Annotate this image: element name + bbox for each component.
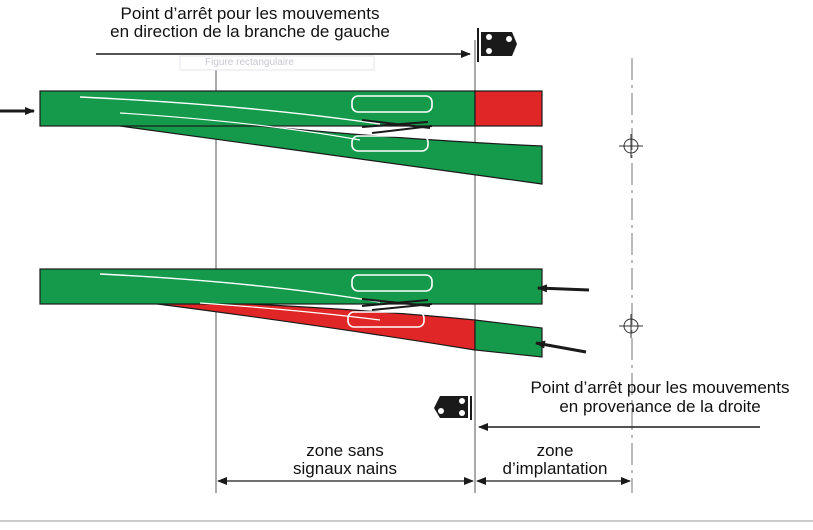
top-red-section <box>474 90 543 127</box>
bottom-rail-curve-2 <box>199 302 381 321</box>
bottom-switch <box>39 268 543 358</box>
dwarf-signal-icon <box>477 28 517 62</box>
top-straight-track <box>39 90 476 127</box>
switch-blade-icon <box>347 311 425 328</box>
top-switch <box>39 90 543 185</box>
bottom-diverging-red <box>149 299 476 351</box>
bottom-rail-curve <box>99 273 381 303</box>
top-rail-curve-2 <box>119 112 361 141</box>
right-stop-label-line2: en provenance de la droite <box>559 397 761 416</box>
switch-blade-icon <box>351 135 429 152</box>
crosshair-icon <box>619 134 643 158</box>
arrow-icon <box>537 284 590 293</box>
crosshair-icon <box>619 314 643 338</box>
bottom-diverging-green <box>474 319 543 358</box>
zone-left-label-line2: signaux nains <box>293 459 397 478</box>
top-stop-label-line2: en direction de la branche de gauche <box>110 22 390 41</box>
frog-lines <box>361 298 433 311</box>
zone-right-label-line2: d’implantation <box>502 459 608 478</box>
zone-right-label-line1: zone <box>536 441 574 460</box>
right-stop-label-line1: Point d’arrêt pour les mouvements <box>530 378 790 397</box>
switch-blade-icon <box>351 274 433 292</box>
top-rail-curve <box>79 96 381 125</box>
arrow-icon <box>535 340 587 354</box>
top-stop-label-line1: Point d’arrêt pour les mouvements <box>120 4 380 23</box>
faint-tag: Figure rectangulaire <box>205 57 294 68</box>
frog-lines <box>361 119 433 134</box>
switch-blade-icon <box>351 95 433 113</box>
dwarf-signal-icon <box>434 396 472 420</box>
faint-placeholder-box <box>179 55 375 71</box>
zone-left-label-line1: zone sans <box>306 441 384 460</box>
